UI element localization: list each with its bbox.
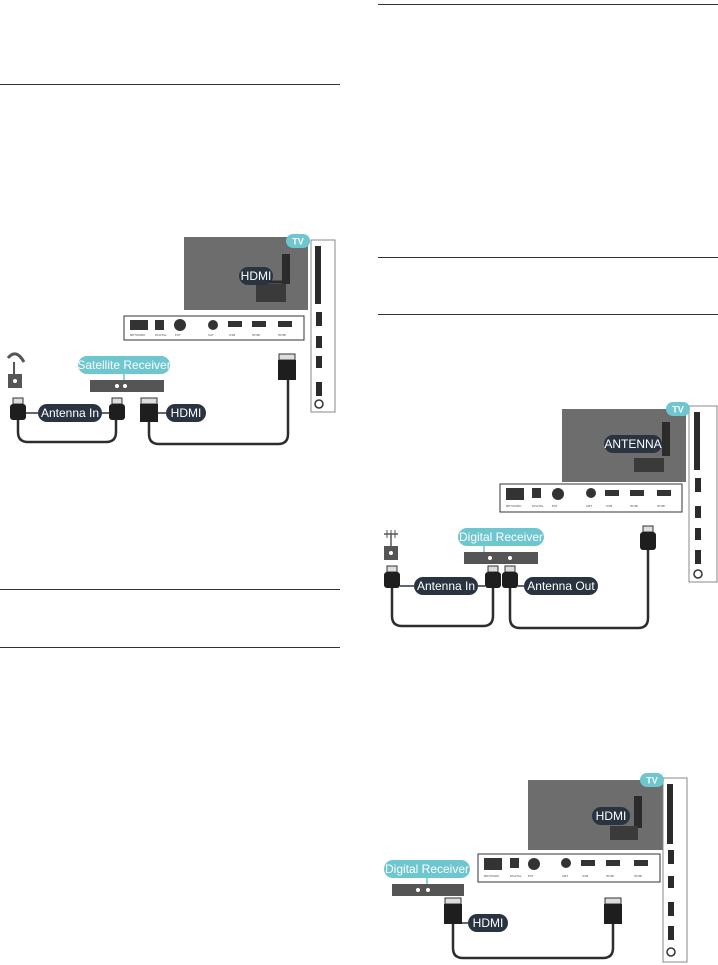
svg-text:Antenna In: Antenna In [417, 579, 475, 593]
satellite-dish-icon [6, 352, 26, 388]
svg-text:NETWORK: NETWORK [130, 333, 146, 337]
hdmi-connector [140, 397, 158, 422]
svg-text:Satellite Receiver: Satellite Receiver [77, 358, 170, 372]
svg-text:USB: USB [229, 333, 235, 337]
svg-text:DIGITAL: DIGITAL [510, 874, 522, 878]
antenna-connector [640, 525, 656, 550]
svg-text:HDMI: HDMI [252, 333, 260, 337]
svg-text:HDMI: HDMI [241, 269, 272, 283]
svg-text:TV: TV [646, 776, 658, 786]
hdmi-cable [147, 380, 290, 446]
svg-text:DIGITAL: DIGITAL [532, 504, 544, 508]
svg-text:HDMI: HDMI [596, 809, 627, 823]
svg-text:HDMI: HDMI [630, 504, 638, 508]
svg-text:USB: USB [606, 504, 612, 508]
svg-text:ANTENNA: ANTENNA [604, 437, 661, 451]
svg-text:USB: USB [582, 874, 588, 878]
svg-text:TV: TV [672, 405, 684, 415]
tv-badge: TV [666, 402, 690, 416]
antenna-in-label: Antenna In [414, 577, 478, 595]
antenna-connector [384, 565, 400, 588]
svg-text:EXT: EXT [175, 333, 181, 337]
svg-text:Digital Receiver: Digital Receiver [459, 530, 543, 544]
svg-text:HDMI: HDMI [171, 406, 202, 420]
svg-text:NETWORK: NETWORK [484, 874, 500, 878]
svg-text:HDMI: HDMI [657, 504, 665, 508]
section-divider [378, 257, 718, 258]
antenna-cable [390, 588, 495, 628]
tv-badge: TV [640, 773, 664, 787]
svg-text:Digital Receiver: Digital Receiver [385, 862, 469, 876]
hdmi-connector [444, 897, 462, 924]
receiver-label: Satellite Receiver [77, 356, 171, 374]
satellite-receiver-diagram: TV HDMI NETWORK DIGITAL EXT SAT USB HDMI… [6, 234, 336, 446]
tv-side-panel [662, 777, 688, 963]
svg-text:Antenna Out: Antenna Out [527, 579, 595, 593]
antenna-in-label: Antenna In [38, 404, 102, 422]
antenna-connector [109, 397, 125, 420]
tv-badge-text: TV [292, 237, 304, 247]
tv-hdmi-label: HDMI [239, 267, 273, 285]
hdmi-connector [278, 353, 296, 380]
digital-receiver-hdmi-diagram: TV HDMI NETWORK DIGITAL EXT ANT USB HDMI… [384, 773, 688, 963]
receiver-label: Digital Receiver [458, 528, 544, 546]
svg-text:Antenna In: Antenna In [41, 406, 99, 420]
digital-receiver-antenna-diagram: TV ANTENNA NETWORK DIGITAL EXT ANT USB H… [384, 402, 718, 630]
tv-side-panel [688, 405, 718, 583]
hdmi-connector [604, 897, 622, 924]
tv-side-panel [310, 239, 336, 413]
antenna-icon [384, 530, 398, 560]
svg-text:DIGITAL: DIGITAL [155, 333, 167, 337]
digital-receiver-box [464, 552, 538, 564]
hdmi-label: HDMI [166, 404, 206, 422]
svg-text:HDMI: HDMI [606, 874, 614, 878]
section-divider [0, 647, 340, 648]
section-divider [0, 84, 340, 85]
svg-text:SAT: SAT [208, 333, 214, 337]
tv-badge: TV [286, 234, 310, 248]
antenna-connector [502, 565, 518, 588]
antenna-connector [10, 397, 26, 420]
antenna-connector [485, 565, 501, 588]
tv-hdmi-label: HDMI [592, 807, 630, 825]
svg-text:ANT: ANT [586, 504, 592, 508]
antenna-out-label: Antenna Out [524, 577, 598, 595]
section-divider [378, 314, 718, 315]
antenna-cable [16, 420, 118, 444]
svg-text:HDMI: HDMI [473, 916, 504, 930]
tv-port-strip [477, 853, 661, 883]
svg-text:ANT: ANT [562, 874, 568, 878]
tv-antenna-label: ANTENNA [604, 435, 662, 453]
svg-text:NETWORK: NETWORK [506, 504, 522, 508]
svg-text:EXT: EXT [528, 874, 534, 878]
section-divider [0, 589, 340, 590]
hdmi-label: HDMI [468, 914, 508, 932]
svg-text:HDMI: HDMI [278, 333, 286, 337]
hdmi-cable [451, 924, 615, 960]
receiver-label: Digital Receiver [384, 860, 470, 878]
svg-text:HDMI: HDMI [634, 874, 642, 878]
section-divider [378, 4, 718, 5]
antenna-cable [508, 550, 650, 630]
svg-text:EXT: EXT [552, 504, 558, 508]
